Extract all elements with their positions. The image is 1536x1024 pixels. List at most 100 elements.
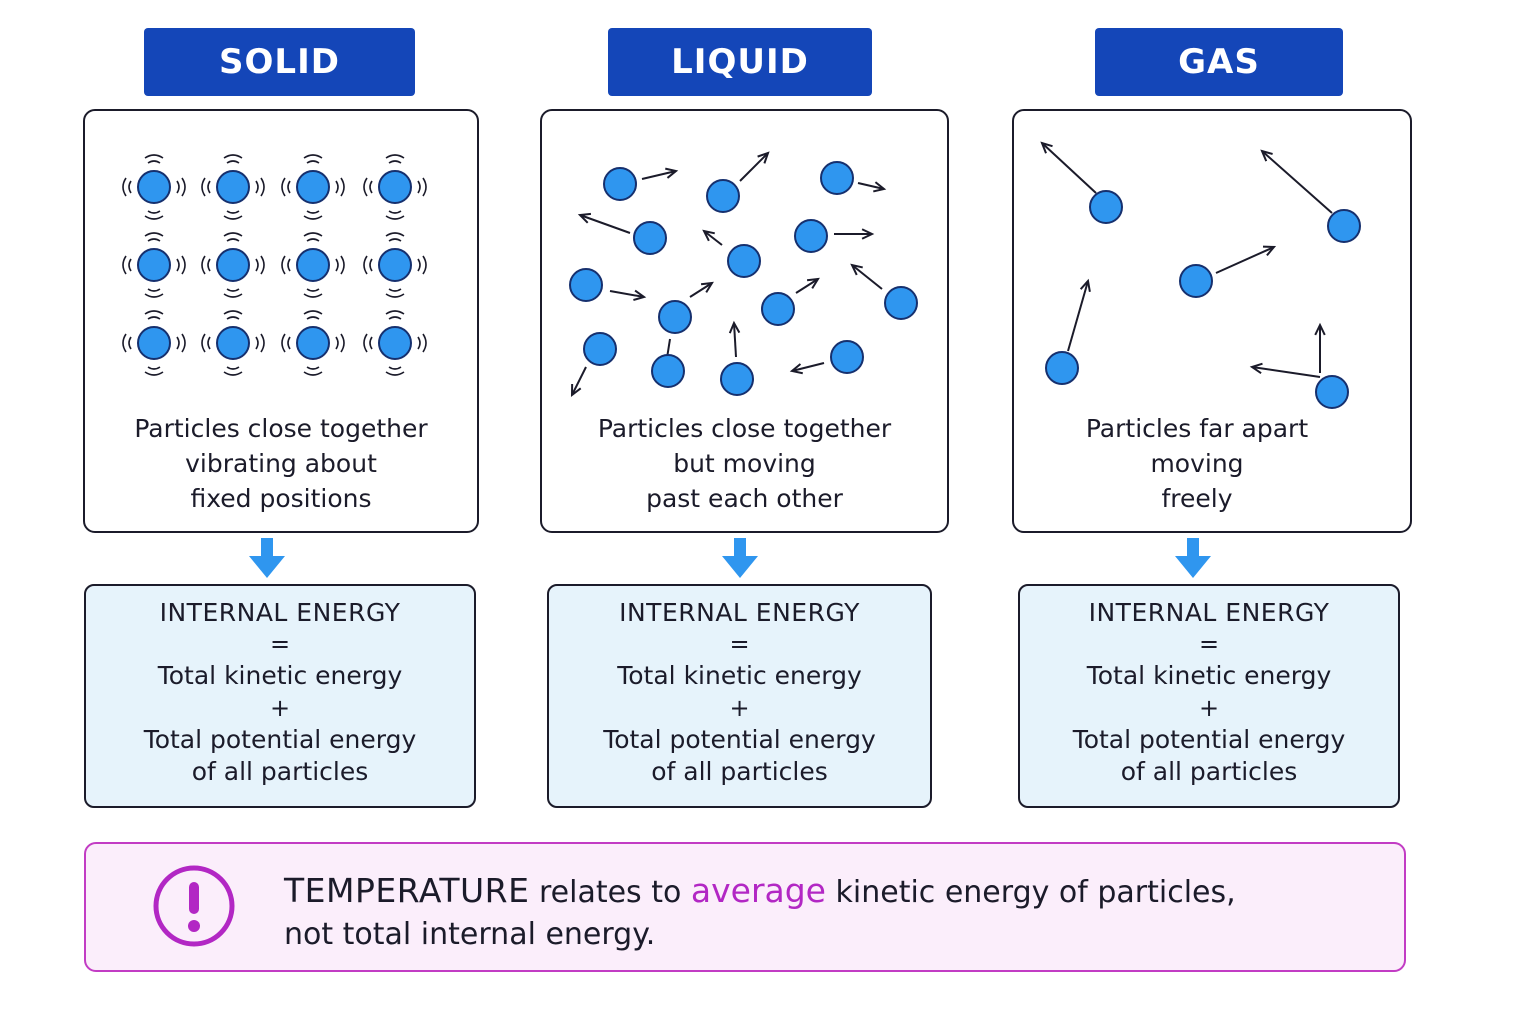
particle (296, 326, 330, 360)
motion-arrow (1215, 245, 1277, 274)
particle (884, 286, 918, 320)
liquid-caption: Particles close together but moving past… (542, 411, 947, 516)
kinetic-line: Total kinetic energy (617, 661, 862, 690)
vibration-marks (363, 310, 427, 376)
liquid-caption-line-2: but moving (673, 449, 816, 478)
particle (658, 300, 692, 334)
vibration-marks (201, 232, 265, 298)
note-text-after: kinetic energy of particles, (835, 875, 1236, 910)
equals-sign: = (1198, 630, 1220, 658)
plus-sign: + (1198, 694, 1220, 722)
vibration-marks (201, 310, 265, 376)
particle (651, 354, 685, 388)
vibration-marks (363, 232, 427, 298)
liquid-title: LIQUID (608, 28, 872, 96)
particle (216, 170, 250, 204)
motion-arrow (702, 229, 723, 246)
solid-energy-box: INTERNAL ENERGY = Total kinetic energy +… (84, 584, 476, 808)
vibration-marks (201, 154, 265, 220)
solid-caption-line-1: Particles close together (134, 414, 428, 443)
particle (1045, 351, 1079, 385)
note-term: TEMPERATURE (284, 871, 530, 910)
vibration-marks (281, 310, 345, 376)
gas-caption-line-2: moving (1150, 449, 1244, 478)
gas-caption-line-1: Particles far apart (1085, 414, 1309, 443)
motion-arrow (1067, 278, 1091, 352)
potential-line: Total potential energy (603, 725, 876, 754)
motion-arrow (1040, 141, 1097, 194)
motion-arrow (850, 263, 883, 290)
motion-arrow (857, 181, 887, 193)
particle (296, 248, 330, 282)
particle (583, 332, 617, 366)
particle (137, 326, 171, 360)
particle (216, 326, 250, 360)
particle (378, 248, 412, 282)
liquid-energy-box: INTERNAL ENERGY = Total kinetic energy +… (547, 584, 932, 808)
particles-line: of all particles (1120, 757, 1298, 786)
particles-line: of all particles (651, 757, 828, 786)
equals-sign: = (269, 630, 291, 658)
exclamation-circle-icon (153, 865, 235, 947)
particle (706, 179, 740, 213)
motion-arrow (834, 228, 875, 240)
particle (603, 167, 637, 201)
energy-title: INTERNAL ENERGY (619, 598, 860, 627)
vibration-marks (122, 232, 186, 298)
note-highlight: average (690, 871, 826, 910)
motion-arrow (570, 366, 587, 398)
particle (569, 268, 603, 302)
liquid-particle-diagram (569, 151, 918, 398)
plus-sign: + (269, 694, 291, 722)
gas-caption: Particles far apart moving freely (984, 411, 1410, 516)
liquid-caption-line-3: past each other (646, 484, 843, 513)
solid-down-arrow-icon (249, 538, 285, 578)
temperature-note: TEMPERATURE relates to average kinetic e… (84, 842, 1406, 972)
solid-particle-diagram (122, 154, 427, 376)
particle (1179, 264, 1213, 298)
solid-caption: Particles close together vibrating about… (85, 411, 477, 516)
motion-arrow (577, 212, 631, 234)
motion-arrow (689, 281, 714, 298)
motion-arrow (1249, 362, 1321, 378)
energy-title: INTERNAL ENERGY (159, 598, 401, 627)
particles-line: of all particles (191, 757, 369, 786)
energy-title: INTERNAL ENERGY (1088, 598, 1330, 627)
particle (1327, 209, 1361, 243)
particle (633, 221, 667, 255)
particle (216, 248, 250, 282)
gas-energy-box: INTERNAL ENERGY = Total kinetic energy +… (1018, 584, 1400, 808)
motion-arrow (795, 277, 820, 294)
vibration-marks (363, 154, 427, 220)
motion-arrow (609, 289, 647, 301)
gas-particle-diagram (1040, 141, 1361, 409)
particle (761, 292, 795, 326)
particle (794, 219, 828, 253)
liquid-down-arrow-icon (722, 538, 758, 578)
gas-caption-line-3: freely (1161, 484, 1233, 513)
note-line-1: TEMPERATURE relates to average kinetic e… (284, 870, 1236, 914)
particle (720, 362, 754, 396)
solid-caption-line-2: vibrating about (185, 449, 377, 478)
vibration-marks (281, 232, 345, 298)
plus-sign: + (729, 694, 750, 722)
note-text: TEMPERATURE relates to average kinetic e… (284, 870, 1236, 956)
note-text-before: relates to (538, 875, 682, 910)
particle (1315, 375, 1349, 409)
gas-down-arrow-icon (1175, 538, 1211, 578)
particle (137, 248, 171, 282)
motion-arrow (728, 320, 741, 358)
kinetic-line: Total kinetic energy (157, 661, 403, 690)
particle (727, 244, 761, 278)
motion-arrow (1314, 322, 1326, 373)
liquid-caption-line-1: Particles close together (597, 414, 892, 443)
solid-caption-line-3: fixed positions (190, 484, 372, 513)
particle (296, 170, 330, 204)
motion-arrow (1260, 149, 1333, 214)
particle (378, 326, 412, 360)
solid-title: SOLID (144, 28, 415, 96)
gas-title: GAS (1095, 28, 1343, 96)
motion-arrow (739, 151, 770, 182)
particle (820, 161, 854, 195)
potential-line: Total potential energy (1072, 725, 1346, 754)
